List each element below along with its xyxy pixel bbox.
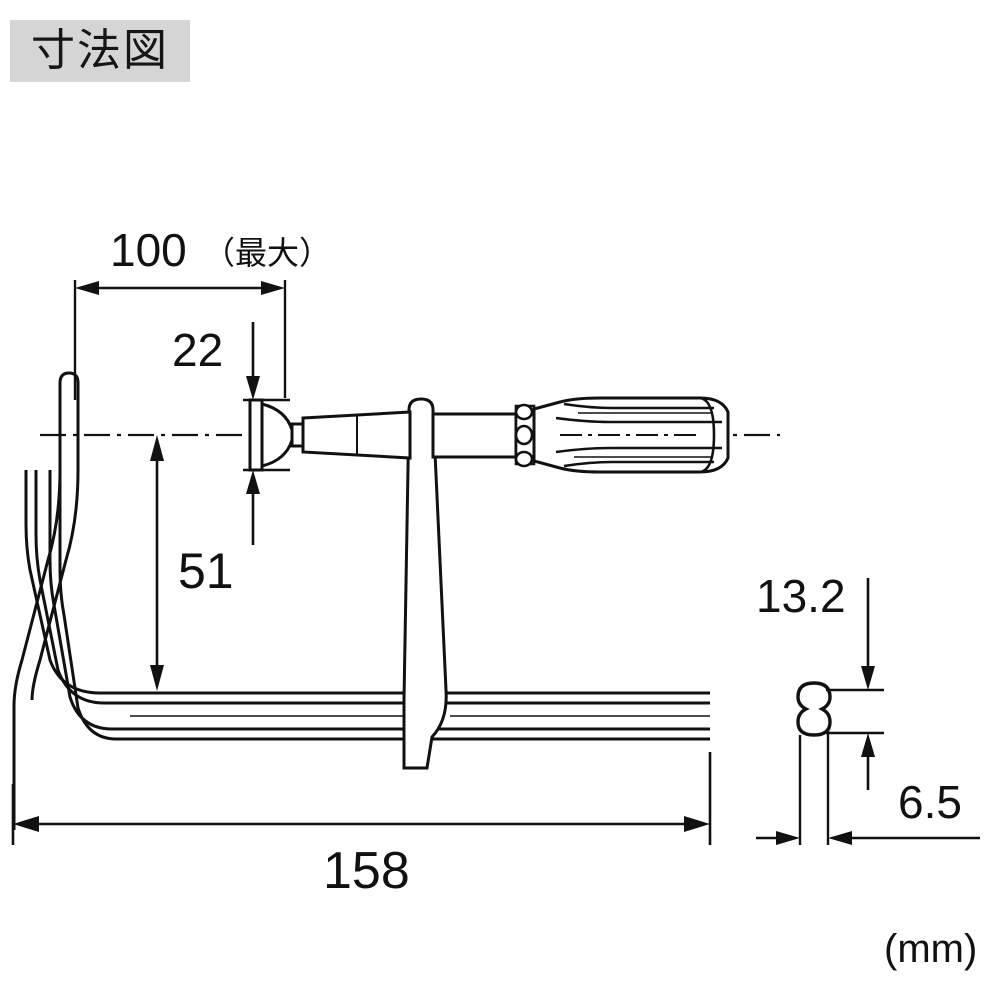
dimension-22 (243, 322, 290, 545)
dimension-100-note: （最大） (203, 234, 331, 272)
dimension-100-value: 100 (110, 224, 187, 276)
dimension-100 (73, 280, 287, 400)
screw-shaft-right (431, 412, 518, 459)
page-title: 寸法図 (31, 25, 169, 76)
screw-collar (514, 403, 536, 468)
bar-cross-section-profile (796, 681, 832, 737)
clamp-bar-rail-lines (24, 470, 710, 741)
sliding-jaw-arm-edge (402, 689, 448, 768)
section-header-band: 寸法図 (10, 20, 190, 82)
units-label: (mm) (884, 927, 977, 971)
screw-shaft (301, 410, 412, 460)
clamp-pad (248, 398, 305, 472)
dimension-13-2 (861, 578, 875, 790)
handle-flutes (555, 402, 722, 468)
handle-grip (532, 396, 730, 474)
dimension-51 (150, 435, 164, 691)
dimension-22-value: 22 (172, 324, 223, 376)
dimension-158 (11, 752, 712, 845)
fixed-jaw-profile (12, 371, 80, 830)
dimension-6-5 (756, 831, 980, 845)
dimension-13-2-value: 13.2 (756, 570, 846, 622)
dimension-6-5-value: 6.5 (898, 776, 962, 828)
section-witness-lines (798, 688, 884, 845)
dimension-158-value: 158 (323, 842, 410, 900)
dimension-51-value: 51 (178, 543, 234, 599)
handle-end-cap (699, 396, 716, 474)
